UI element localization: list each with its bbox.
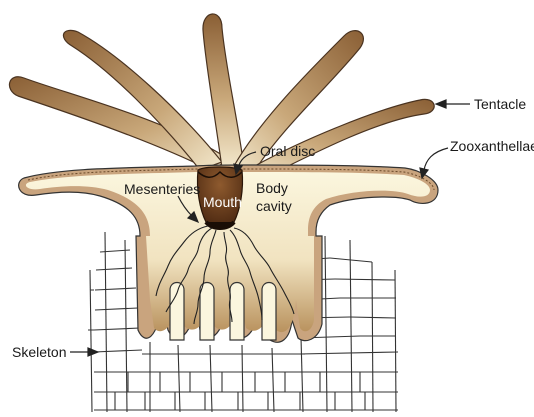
skeleton-label: Skeleton	[12, 344, 66, 360]
body-cavity-label-line1: Body	[256, 180, 288, 196]
polyp-body	[19, 165, 438, 342]
zooxanthellae-arrow	[424, 148, 448, 170]
body-cavity-label-line2: cavity	[256, 198, 292, 214]
mouth-label: Mouth	[203, 194, 242, 210]
tentacle-label: Tentacle	[474, 96, 526, 112]
zooxanthellae-label: Zooxanthellae	[450, 138, 534, 154]
oral-disc-label: Oral disc	[260, 143, 315, 159]
tentacle-center	[203, 14, 244, 168]
tentacles	[9, 14, 434, 176]
mesenteries-label: Mesenteries	[124, 181, 200, 197]
